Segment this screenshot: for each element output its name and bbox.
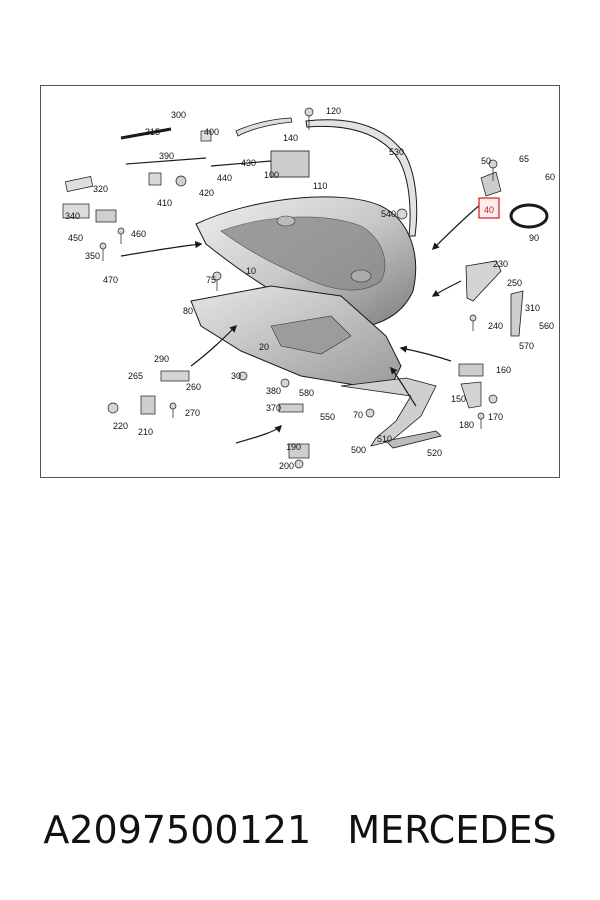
callout-450[interactable]: 450 <box>68 233 83 243</box>
callout-310[interactable]: 310 <box>525 303 540 313</box>
spoiler-strip-part <box>305 119 418 237</box>
highlight-box <box>478 197 500 219</box>
cable-part <box>125 157 207 165</box>
brand-name: MERCEDES <box>347 808 557 852</box>
callout-150[interactable]: 150 <box>451 394 466 404</box>
callout-250[interactable]: 250 <box>507 278 522 288</box>
callout-300[interactable]: 300 <box>171 110 186 120</box>
callout-70[interactable]: 70 <box>353 410 363 420</box>
callout-180[interactable]: 180 <box>459 420 474 430</box>
callout-75[interactable]: 75 <box>206 275 216 285</box>
callout-260[interactable]: 260 <box>186 382 201 392</box>
callout-470[interactable]: 470 <box>103 275 118 285</box>
callout-90[interactable]: 90 <box>529 233 539 243</box>
callout-315[interactable]: 315 <box>145 127 160 137</box>
callout-265[interactable]: 265 <box>128 371 143 381</box>
retainer-part <box>278 403 304 413</box>
trunk-lid-part <box>195 196 417 328</box>
callout-500[interactable]: 500 <box>351 445 366 455</box>
callout-140[interactable]: 140 <box>283 133 298 143</box>
catch-part <box>160 370 190 382</box>
callout-570[interactable]: 570 <box>519 341 534 351</box>
trim-strip-part <box>235 117 293 137</box>
callout-210[interactable]: 210 <box>138 427 153 437</box>
callout-440[interactable]: 440 <box>217 173 232 183</box>
callout-390[interactable]: 390 <box>159 151 174 161</box>
callout-50[interactable]: 50 <box>481 156 491 166</box>
callout-10[interactable]: 10 <box>246 266 256 276</box>
part-number: A2097500121 <box>43 808 312 852</box>
lock-unit-part <box>270 150 310 178</box>
latch-part <box>458 363 484 377</box>
bumper-part <box>288 443 310 459</box>
callout-540[interactable]: 540 <box>381 209 396 219</box>
callout-550[interactable]: 550 <box>320 412 335 422</box>
callout-170[interactable]: 170 <box>488 412 503 422</box>
switch-part <box>95 209 117 223</box>
callout-290[interactable]: 290 <box>154 354 169 364</box>
hinge-link-part <box>510 290 524 337</box>
diagram-frame: 300 315 400 390 430 320 440 410 420 340 450 460 350 4… <box>40 85 560 478</box>
bolt-part <box>175 175 187 187</box>
callout-270[interactable]: 270 <box>185 408 200 418</box>
lower-panel-part <box>190 285 402 387</box>
callout-340[interactable]: 340 <box>65 211 80 221</box>
latch-bracket-part <box>460 381 482 409</box>
callout-80[interactable]: 80 <box>183 306 193 316</box>
callout-370[interactable]: 370 <box>266 403 281 413</box>
callout-190[interactable]: 190 <box>286 442 301 452</box>
seal-strip-part <box>385 430 442 449</box>
callout-65[interactable]: 65 <box>519 154 529 164</box>
callout-120[interactable]: 120 <box>326 106 341 116</box>
callout-160[interactable]: 160 <box>496 365 511 375</box>
callout-510[interactable]: 510 <box>377 434 392 444</box>
callout-labels: 300 315 400 390 430 320 440 410 420 340 450 460 350 4… <box>65 106 555 471</box>
pad-part <box>64 175 94 193</box>
callout-100[interactable]: 100 <box>264 170 279 180</box>
callout-110[interactable]: 110 <box>313 181 327 191</box>
spring-part <box>200 130 212 142</box>
highlighted-callout[interactable]: 40 <box>478 197 500 219</box>
seal-ring-part <box>509 203 549 229</box>
clip-part <box>148 172 162 186</box>
callout-230[interactable]: 230 <box>493 259 508 269</box>
lower-trim-part <box>340 377 437 447</box>
hinge-arm-part <box>465 260 502 302</box>
hinge-part <box>480 171 502 197</box>
callout-530[interactable]: 530 <box>389 147 404 157</box>
footer-caption: A2097500121 MERCEDES <box>0 800 600 860</box>
cable-part-2 <box>210 160 272 167</box>
exploded-parts-diagram: 300 315 400 390 430 320 440 410 420 340 450 460 350 4… <box>62 106 555 471</box>
callout-430[interactable]: 430 <box>241 158 256 168</box>
callout-220[interactable]: 220 <box>113 421 128 431</box>
callout-240[interactable]: 240 <box>488 321 503 331</box>
fasteners <box>99 107 498 469</box>
assembly-arrows <box>120 203 482 444</box>
actuator-part <box>140 395 156 415</box>
callout-400[interactable]: 400 <box>204 127 219 137</box>
callout-380[interactable]: 380 <box>266 386 281 396</box>
callout-520[interactable]: 520 <box>427 448 442 458</box>
callout-320[interactable]: 320 <box>93 184 108 194</box>
callout-560[interactable]: 560 <box>539 321 554 331</box>
callout-580[interactable]: 580 <box>299 388 314 398</box>
callout-460[interactable]: 460 <box>131 229 146 239</box>
bracket-part <box>62 203 90 219</box>
callout-350[interactable]: 350 <box>85 251 100 261</box>
rod-part <box>120 127 172 140</box>
callout-60[interactable]: 60 <box>545 172 555 182</box>
callout-200[interactable]: 200 <box>279 461 294 471</box>
callout-20[interactable]: 20 <box>259 342 269 352</box>
callout-30[interactable]: 30 <box>231 371 241 381</box>
callout-410[interactable]: 410 <box>157 198 172 208</box>
callout-420[interactable]: 420 <box>199 188 214 198</box>
callout-40: 40 <box>484 205 494 215</box>
